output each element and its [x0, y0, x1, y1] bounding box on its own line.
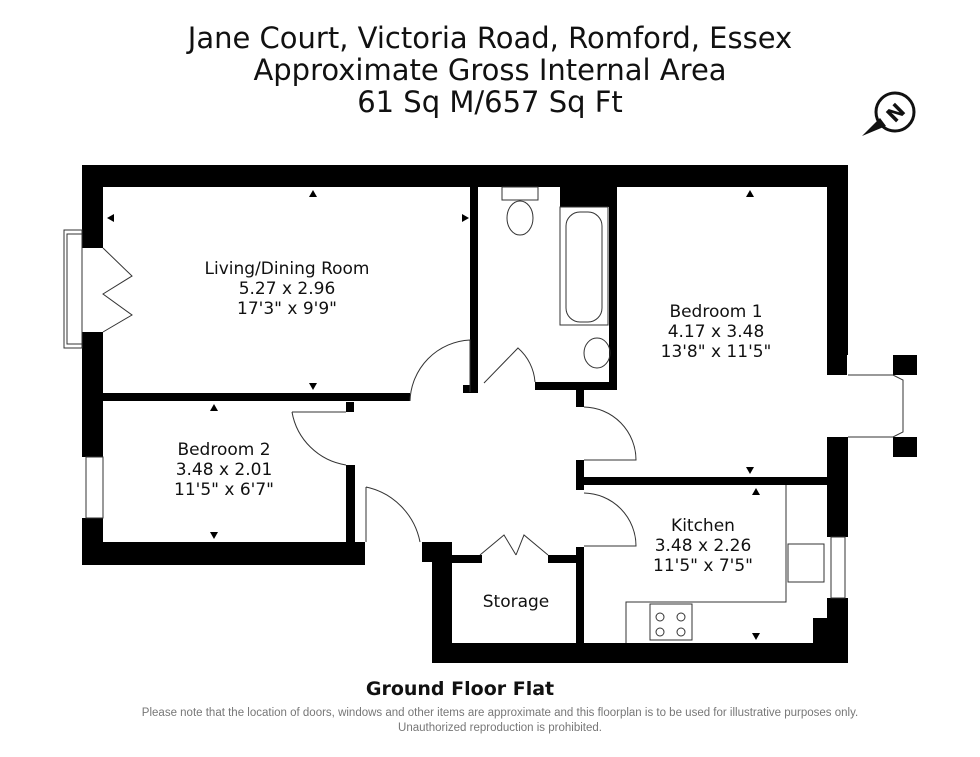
room-imperial: 11'5" x 6'7": [174, 480, 274, 500]
room-kitchen: Kitchen 3.48 x 2.26 11'5" x 7'5": [653, 516, 753, 576]
room-metric: 5.27 x 2.96: [238, 279, 336, 299]
plan-header: Jane Court, Victoria Road, Romford, Esse…: [0, 22, 980, 118]
address-title: Jane Court, Victoria Road, Romford, Esse…: [187, 21, 793, 55]
walls: [82, 165, 917, 663]
room-imperial: 17'3" x 9'9": [237, 299, 337, 319]
dimension-arrows: [107, 190, 760, 640]
room-storage: Storage: [483, 592, 550, 612]
room-imperial: 11'5" x 7'5": [653, 556, 753, 576]
room-imperial: 13'8" x 11'5": [660, 342, 772, 362]
floor-label: Ground Floor Flat: [365, 678, 555, 700]
room-name: Kitchen: [671, 516, 735, 536]
room-metric: 4.17 x 3.48: [667, 322, 765, 342]
room-living-dining: Living/Dining Room 5.27 x 2.96 17'3" x 9…: [205, 259, 370, 319]
room-name: Living/Dining Room: [204, 259, 370, 279]
area-label: Approximate Gross Internal Area: [253, 53, 727, 87]
area-value: 61 Sq M/657 Sq Ft: [357, 85, 623, 119]
room-metric: 3.48 x 2.01: [175, 460, 273, 480]
room-bedroom-2: Bedroom 2 3.48 x 2.01 11'5" x 6'7": [174, 440, 274, 500]
disclaimer: Please note that the location of doors, …: [141, 707, 859, 734]
room-bedroom-1: Bedroom 1 4.17 x 3.48 13'8" x 11'5": [661, 302, 772, 362]
room-name: Bedroom 1: [669, 302, 763, 322]
fixtures: [63, 186, 904, 643]
north-arrow-icon: N: [862, 91, 916, 136]
room-metric: 3.48 x 2.26: [654, 536, 752, 556]
room-name: Bedroom 2: [177, 440, 271, 460]
room-name: Storage: [482, 592, 550, 612]
